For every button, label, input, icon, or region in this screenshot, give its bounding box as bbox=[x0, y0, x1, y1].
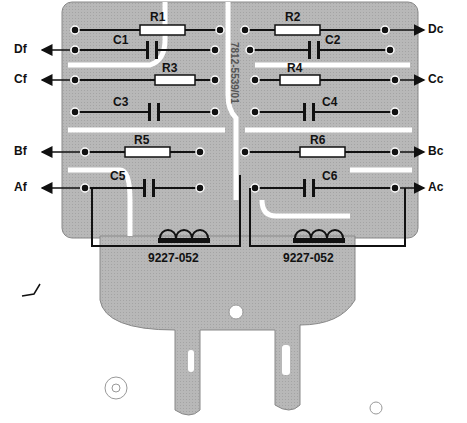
component-label: R5 bbox=[134, 134, 149, 147]
component-label: 9227-052 bbox=[148, 252, 199, 265]
component-label: R6 bbox=[310, 134, 325, 147]
board-number: 7812-5539/01 bbox=[229, 42, 240, 104]
component-label: R2 bbox=[285, 11, 300, 24]
component-label: C4 bbox=[322, 96, 337, 109]
component-label: C5 bbox=[110, 170, 125, 183]
component-label: C3 bbox=[113, 96, 128, 109]
component-label: C2 bbox=[325, 34, 340, 47]
component-label: Ac bbox=[428, 181, 443, 194]
component-label: Cf bbox=[14, 73, 27, 86]
component-label: Df bbox=[14, 43, 27, 56]
component-label: R1 bbox=[150, 11, 165, 24]
component-label: Bf bbox=[14, 145, 27, 158]
component-label: C6 bbox=[322, 170, 337, 183]
component-label: Cc bbox=[428, 73, 443, 86]
component-label: R4 bbox=[287, 62, 302, 75]
component-label: 9227-052 bbox=[283, 252, 334, 265]
component-label: Bc bbox=[428, 145, 443, 158]
component-label: Af bbox=[14, 181, 27, 194]
component-label: C1 bbox=[113, 34, 128, 47]
component-label: Dc bbox=[428, 23, 443, 36]
component-label: R3 bbox=[162, 62, 177, 75]
